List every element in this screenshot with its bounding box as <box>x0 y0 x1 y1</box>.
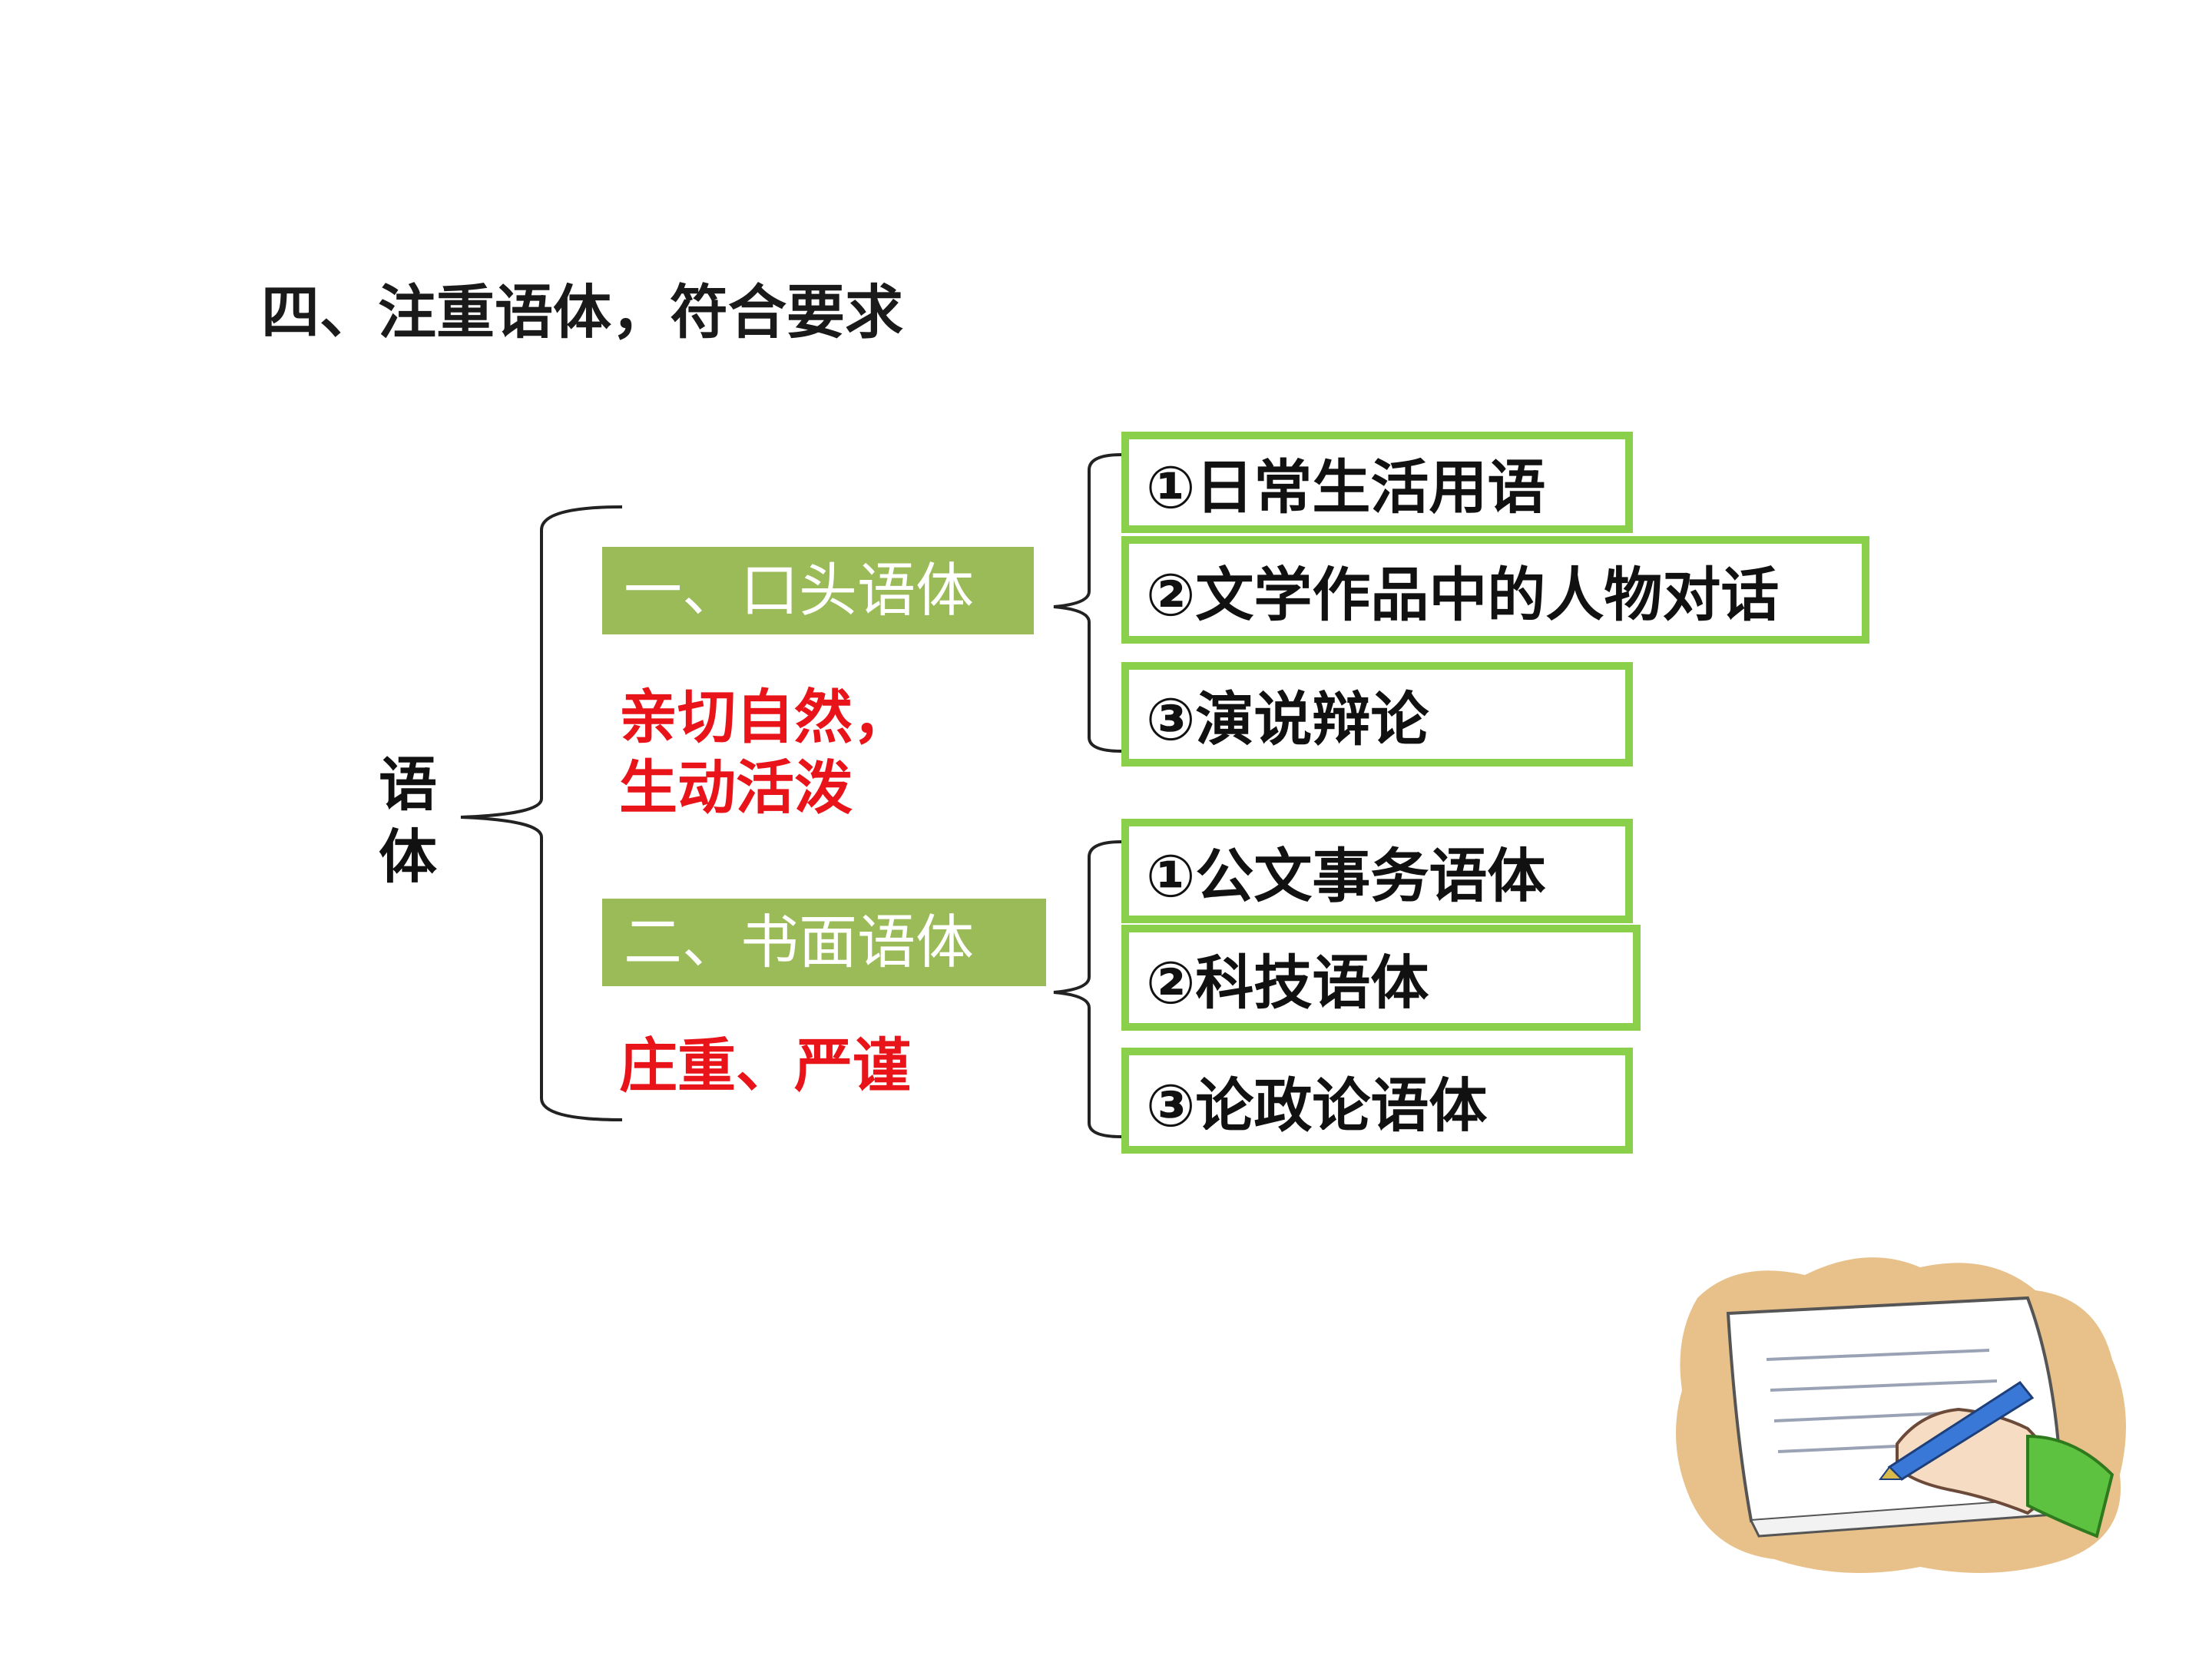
oral-item-3: ③演说辩论 <box>1121 662 1633 767</box>
category-written: 二、书面语体 <box>602 899 1046 986</box>
written-brace <box>1053 840 1122 1138</box>
trait-oral: 亲切自然， 生动活泼 <box>619 682 911 823</box>
hand-writing-on-paper-icon <box>1676 1257 2126 1573</box>
root-label: 语体 <box>379 750 437 891</box>
root-brace <box>460 505 623 1121</box>
trait-written: 庄重、严谨 <box>619 1031 911 1100</box>
written-item-3: ③论政论语体 <box>1121 1048 1633 1154</box>
trait-oral-line-1: 亲切自然， <box>619 683 911 751</box>
slide-title: 四、注重语体，符合要求 <box>261 278 903 346</box>
written-item-2: ②科技语体 <box>1121 925 1641 1031</box>
oral-item-1: ①日常生活用语 <box>1121 432 1633 533</box>
oral-brace <box>1053 453 1122 753</box>
written-item-1: ①公文事务语体 <box>1121 819 1633 923</box>
trait-oral-line-2: 生动活泼 <box>619 753 853 822</box>
oral-item-2: ②文学作品中的人物对话 <box>1121 536 1869 644</box>
category-oral: 一、口头语体 <box>602 547 1034 634</box>
